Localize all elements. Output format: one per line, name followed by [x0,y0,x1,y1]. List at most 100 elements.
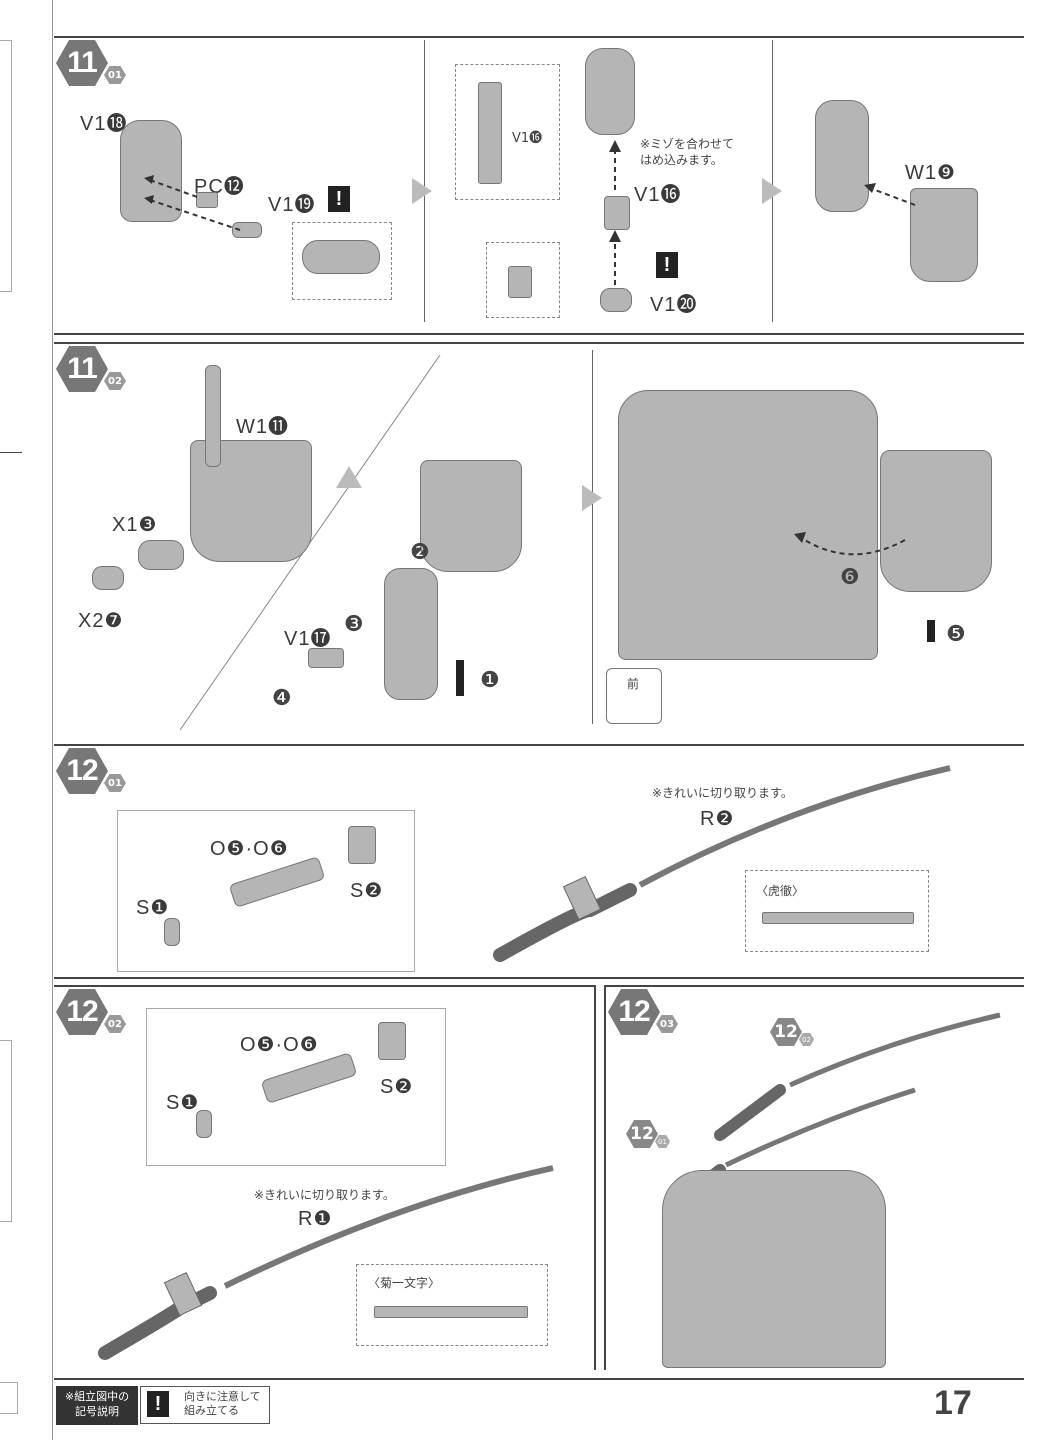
part-label-v1-16-detail: V1⓰ [512,131,543,146]
kikuichimonji-tang-detail [374,1306,528,1318]
polycap-part [196,192,218,208]
left-page-edge-line [0,452,22,453]
step-badge-11-02: 11 02 [56,346,126,392]
pommel-part [196,1110,212,1138]
head-assembled [815,100,869,212]
label-kotetsu: 〈虎徹〉 [756,884,805,898]
legend-title: ※組立図中の 記号説明 [56,1386,138,1425]
v1-16-part [604,196,630,230]
x1-3-part [138,540,184,570]
step-number: 12 [56,989,108,1035]
order-mark-3: ❸ [344,612,364,637]
detail-box-v1-20 [486,242,560,318]
note-groove: ※ミゾを合わせて はめ込みます。 [640,137,735,167]
next-step-arrow [582,485,602,511]
part-label-w1-9: W1❾ [905,162,956,184]
step-badge-12-02: 12 02 [56,989,126,1035]
step-number: 12 [56,748,108,794]
head-upper-part [585,48,635,135]
direction-arrow [336,466,362,488]
detail-box-kikuichimonji [356,1264,548,1346]
part-label-r2: R❷ [700,808,735,830]
part-label-o5-o6: O❺·O❻ [240,1034,319,1056]
order-mark-1: ❶ [480,668,500,693]
step-sub-number: 01 [104,774,126,792]
part-label-o5-o6: O❺·O❻ [210,838,289,860]
v1-19-detail [302,240,380,274]
legend-description: 向きに注意して 組み立てる [184,1390,261,1417]
section-rule-12-01 [54,744,1024,746]
x2-7-part [92,566,124,590]
hilt-detail-box-12-01 [117,810,415,972]
step-ref-12-01: 12 01 [626,1120,670,1148]
part-label-v1-19: V1⓳ [268,194,316,216]
ref-sub: 02 [799,1033,814,1046]
divider [594,985,596,1370]
v1-19-part [232,222,262,238]
w1-9-part [910,188,978,282]
section-bottom-rule-12-01 [54,977,1024,979]
section-bottom-rule-11-01 [54,333,1024,335]
part-label-r1: R❶ [298,1208,333,1230]
note-cut-clean: ※きれいに切り取ります。 [652,786,793,800]
order-mark-4: ❹ [272,686,292,711]
antenna-blade [205,365,221,467]
next-step-arrow [412,178,432,204]
detail-box-kotetsu [745,870,929,952]
detail-box-v1-16 [455,64,560,200]
guard-part [348,826,376,864]
left-page-edge-box-2 [0,1040,12,1222]
part-label-x2-7: X2❼ [78,610,124,632]
step-sub-number: 02 [104,1015,126,1033]
left-page-edge-box [0,40,12,292]
assembly-arrows-11-01 [144,175,241,231]
step-badge-12-03: 12 03 [608,989,678,1035]
ref-sub: 01 [655,1135,670,1148]
part-label-s2: S❷ [380,1076,414,1098]
part-label-s2: S❷ [350,880,384,902]
page-number: 17 [934,1384,972,1422]
head-final-part [880,450,992,592]
assembly-arrow-w1-9 [864,183,916,206]
antenna-assembled [420,460,522,572]
section-rule-11-02 [54,342,1024,344]
step-ref-12-02: 12 02 [770,1018,814,1046]
legend-box [140,1386,270,1424]
left-page-edge-box-3 [0,1382,18,1414]
v1-20-part [600,288,632,312]
part-label-v1-16: V1⓰ [634,184,682,206]
divider [592,350,593,724]
body-assembly-illustration [618,390,878,660]
order-mark-5: ❺ [946,622,966,647]
part-label-x1-3: X1❸ [112,514,158,536]
v1-20-detail [508,266,532,298]
head-part-illustration [120,120,182,222]
v1-16-detail-part [478,82,502,184]
pommel-part [164,918,180,946]
part-label-v1-18: V1⓲ [80,113,128,135]
section-rule-12-02 [54,985,594,987]
step-number: 11 [56,346,108,392]
kotetsu-tang-detail [762,912,914,924]
guard-part [378,1022,406,1060]
hilt-detail-box-12-02 [146,1008,446,1166]
warning-icon: ! [328,186,350,212]
step-sub-number: 03 [656,1015,678,1033]
part-label-s1: S❶ [166,1092,200,1114]
head-with-antenna [384,568,438,700]
step-sub-number: 02 [104,372,126,390]
step-badge-12-01: 12 01 [56,748,126,794]
down-arrow [456,660,464,696]
step-sub-number: 01 [104,66,126,84]
next-step-arrow [762,178,782,204]
part-label-v1-20: V1⓴ [650,294,698,316]
detail-box-v1-19 [292,222,392,300]
order-mark-2: ❷ [410,540,430,565]
v1-17-part [308,648,344,668]
label-kikuichimonji: 〈菊一文字〉 [368,1276,441,1290]
footer-rule [54,1378,1024,1380]
warning-icon: ! [147,1391,169,1417]
katana-kotetsu [493,765,951,962]
divider [604,985,606,1370]
assembly-arrow-head [794,532,906,556]
